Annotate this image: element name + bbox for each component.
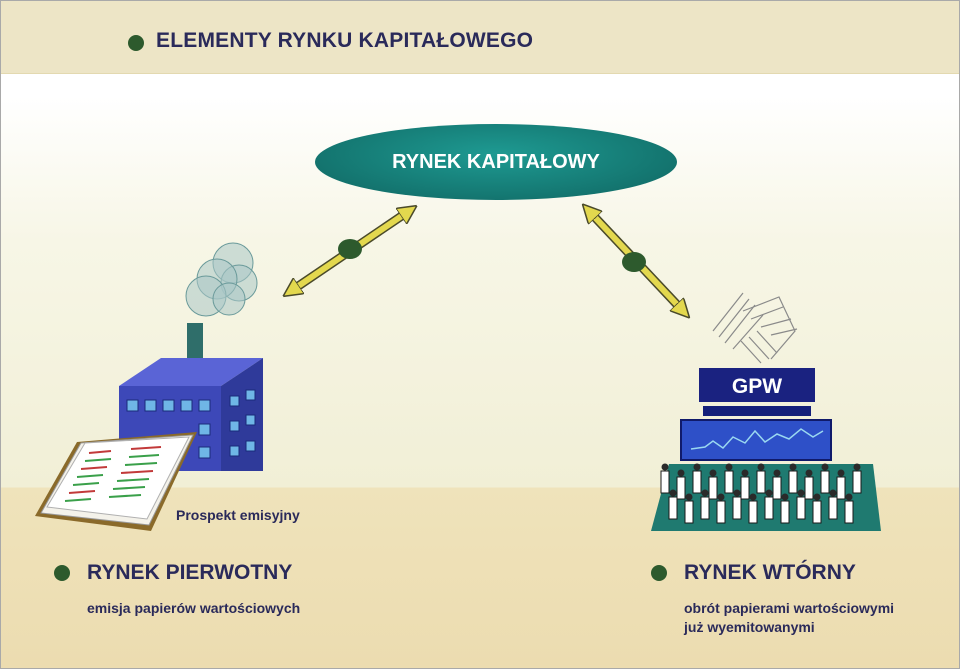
secondary-market-title: RYNEK WTÓRNY [684, 561, 856, 584]
header-bullet-icon [128, 35, 144, 51]
right-arrow-bullet-icon [622, 252, 646, 272]
primary-market-title: RYNEK PIERWOTNY [87, 561, 293, 584]
secondary-market-description-line2: już wyemitowanymi [684, 619, 815, 635]
stock-exchange-icon: GPW [651, 368, 881, 531]
capital-market-ellipse [315, 124, 677, 200]
header-band: ELEMENTY RYNKU KAPITAŁOWEGO [1, 1, 959, 74]
left-double-arrow-icon [291, 211, 409, 291]
secondary-market-bullet-icon [651, 565, 667, 581]
primary-market-description: emisja papierów wartościowych [87, 600, 301, 616]
page-title: ELEMENTY RYNKU KAPITAŁOWEGO [156, 29, 534, 52]
gpw-sign: GPW [732, 375, 782, 398]
prospectus-document-icon [35, 432, 197, 531]
left-arrow-bullet-icon [338, 239, 362, 259]
secondary-market-description-line1: obrót papierami wartościowymi [684, 600, 895, 616]
prospectus-caption: Prospekt emisyjny [176, 507, 300, 523]
capital-market-label: RYNEK KAPITAŁOWY [392, 151, 600, 173]
primary-market-bullet-icon [54, 565, 70, 581]
smoke-icon [185, 242, 258, 317]
right-double-arrow-icon [589, 211, 683, 311]
ticker-tape-icon [712, 292, 798, 364]
